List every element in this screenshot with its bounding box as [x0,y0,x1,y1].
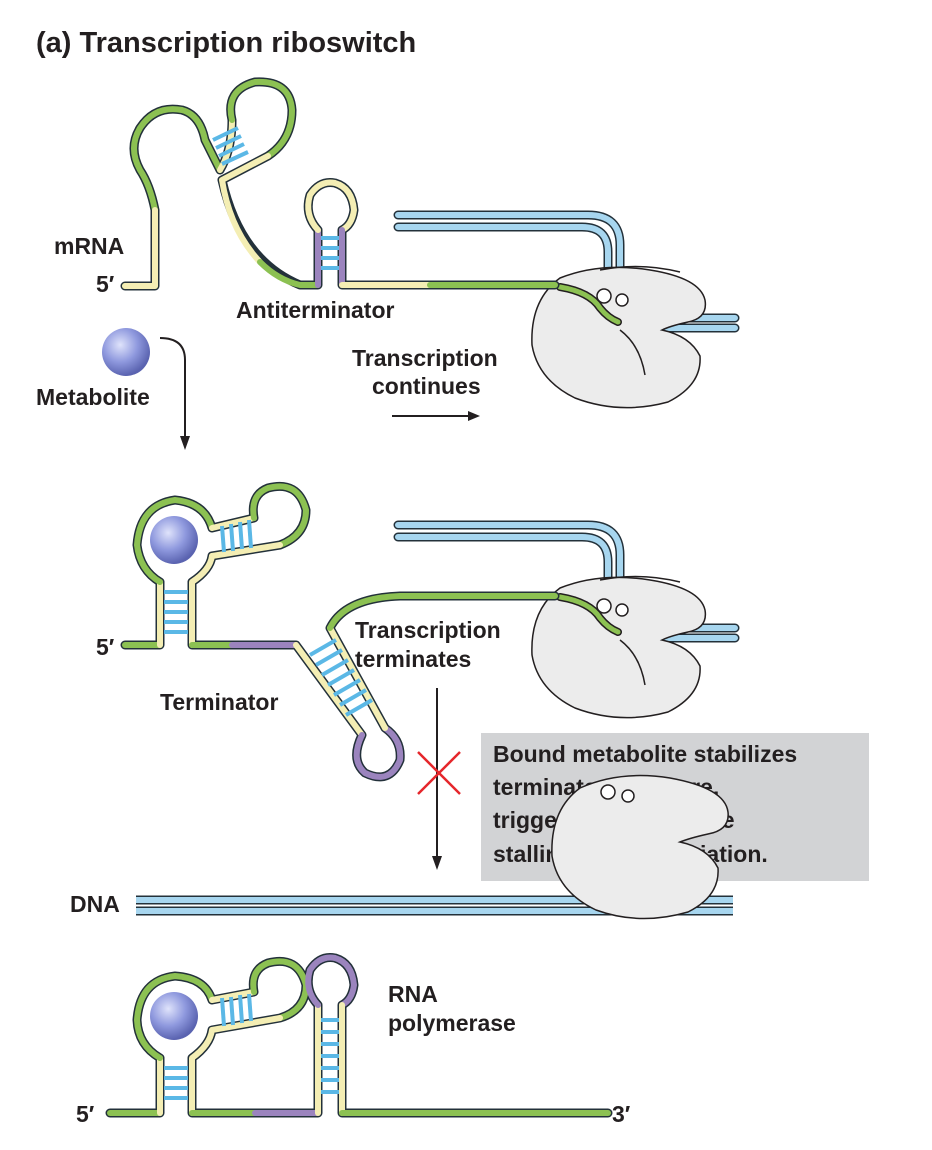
metabolite-label: Metabolite [36,384,150,410]
transcription-continues-line1: Transcription [352,345,498,371]
metabolite-icon [102,328,150,376]
rna-polymerase [531,575,707,719]
metabolite-binding: Metabolite [36,328,190,450]
panel-dissociated: DNA RNA polymerase [70,774,733,1127]
free-rna-polymerase [551,774,729,920]
released-mrna [105,953,613,1118]
down-arrow-1 [180,436,190,450]
rna-polymerase-label-line2: polymerase [388,1010,516,1036]
five-prime-label-1: 5′ [96,271,115,297]
five-prime-label-3: 5′ [76,1101,95,1127]
terminator-label: Terminator [160,689,278,715]
rna-polymerase [531,265,707,409]
figure-title: (a) Transcription riboswitch [36,27,416,59]
base-pairs-aptamer [164,519,253,634]
note-line-1: Bound metabolite stabilizes [493,741,797,767]
blocked-x-icon [417,751,461,795]
base-pairs-antiterminator [321,236,339,270]
dna-label: DNA [70,891,120,917]
base-pairs-upper-stem [212,126,249,166]
three-prime-label: 3′ [612,1101,631,1127]
panel-terminator-state: 5′ Terminator Transcription terminates [96,481,740,870]
base-pairs-released [164,993,339,1100]
rna-polymerase-label-line1: RNA [388,981,438,1007]
base-pairs-terminator [309,638,373,717]
antiterminator-label: Antiterminator [236,297,395,323]
transcription-terminates-line2: terminates [355,646,471,672]
bound-metabolite-icon [150,516,198,564]
bound-metabolite-icon-2 [150,992,198,1040]
panel-antiterminator-state: mRNA 5′ Antiterminator Transcription con… [54,77,740,421]
mrna-strand-terminator [120,481,560,782]
continue-arrow [392,411,480,421]
transcription-continues-line2: continues [372,373,481,399]
mrna-label: mRNA [54,233,124,259]
transcription-terminates-line1: Transcription [355,617,501,643]
mrna-strand [120,77,560,291]
five-prime-label-2: 5′ [96,634,115,660]
